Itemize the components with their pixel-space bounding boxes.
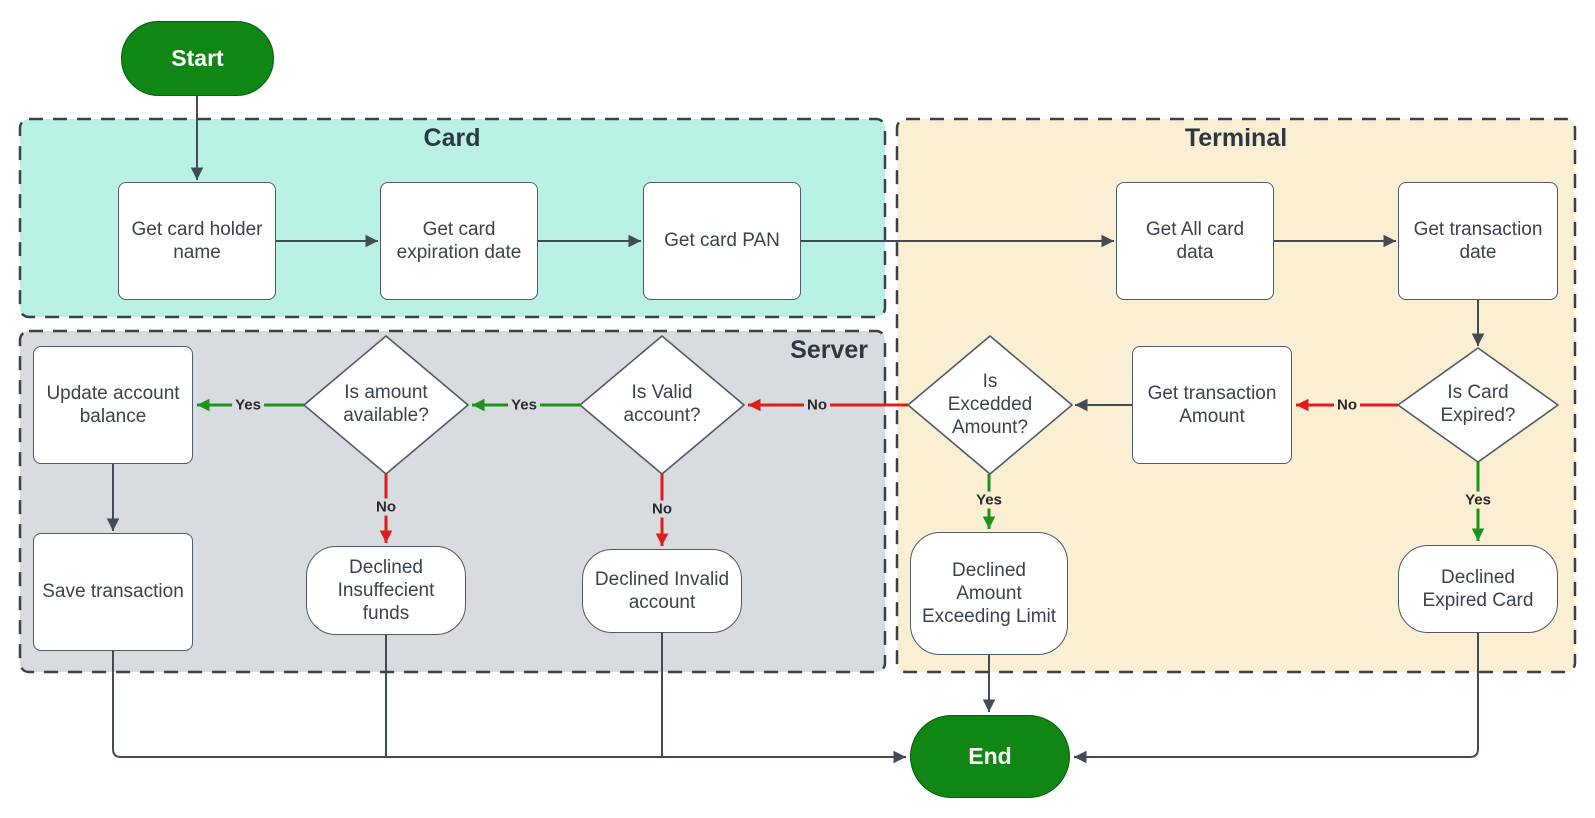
node-save-transaction: Save transaction [33,533,193,651]
edge-label-excedded-no: No [804,396,830,414]
node-update-account-balance: Update account balance [33,346,193,464]
node-get-all-card-data: Get All card data [1116,182,1274,300]
edge-label-expired-yes: Yes [1462,491,1494,509]
decision-is-amount-available-shape [303,335,469,475]
start-node: Start [121,21,274,96]
edge-label-available-no: No [373,498,399,516]
edge-label-expired-no: No [1334,396,1360,414]
node-get-transaction-amount: Get transaction Amount [1132,346,1292,464]
lane-title-terminal: Terminal [1184,124,1288,152]
node-get-card-pan: Get card PAN [643,182,801,300]
node-get-card-holder-name: Get card holder name [118,182,276,300]
end-node: End [910,715,1070,798]
node-get-transaction-date: Get transaction date [1398,182,1558,300]
edge-label-excedded-yes: Yes [973,491,1005,509]
decision-is-card-expired-label: Is Card Expired? [1440,382,1516,426]
edge-label-valid-no: No [649,500,675,518]
node-declined-invalid-account: Declined Invalid account [582,549,742,633]
edge-save-to-end [112,651,906,764]
node-declined-insuffecient-funds: Declined Insuffecient funds [306,546,466,635]
decision-is-excedded-amount-label: Is Excedded Amount? [947,370,1033,438]
edge-label-available-yes: Yes [232,396,264,414]
edge-label-valid-yes: Yes [508,396,540,414]
lane-title-server: Server [790,336,868,364]
node-declined-expired-card: Declined Expired Card [1398,545,1558,633]
decision-is-amount-available-label: Is amount available? [343,382,429,426]
decision-is-valid-account-label: Is Valid account? [623,382,701,426]
lane-title-card: Card [423,124,481,152]
decision-is-valid-account-shape [579,335,745,475]
decision-is-excedded-amount-shape [907,335,1073,475]
decision-is-card-expired-shape [1397,347,1559,463]
edge-expired-card-to-end [1074,633,1479,764]
node-get-card-expiration-date: Get card expiration date [380,182,538,300]
node-declined-amount-exceeding-limit: Declined Amount Exceeding Limit [910,532,1068,655]
